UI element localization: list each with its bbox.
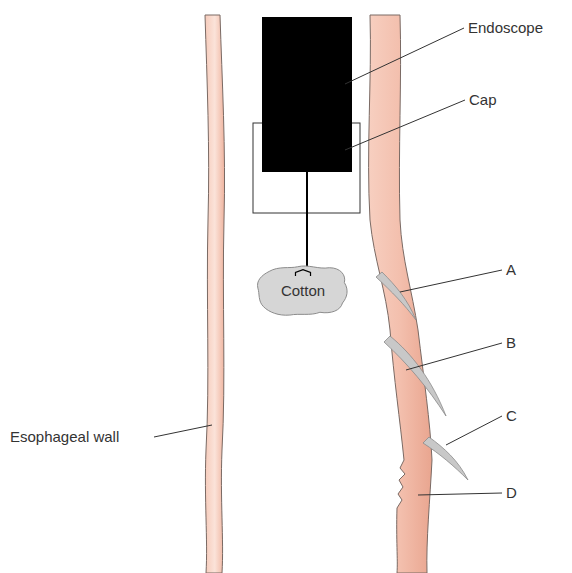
esophageal-wall-left [205,15,225,573]
foreign-body-b [384,336,446,416]
esophageal-wall-right [369,15,432,573]
callout-letter: D [506,484,517,502]
foreign-body-c [423,437,468,480]
part-label: Esophageal wall [10,428,119,446]
node-text: Cotton [281,282,325,299]
part-label: Endoscope [468,19,543,37]
leader-line [345,100,465,150]
endoscope [262,17,352,172]
grasper-wire [306,172,308,272]
callout-letter: C [506,407,517,425]
part-label: Cap [469,91,497,109]
leader-line [418,493,502,495]
leader-line [446,416,502,445]
cotton-ball: Cotton [256,264,350,316]
foreign-body-a [376,272,416,320]
callout-letter: A [506,261,516,279]
leader-line [406,343,502,370]
callout-letter: B [506,334,516,352]
leader-line [345,28,464,84]
leader-line [154,425,212,437]
leader-line [400,270,502,292]
